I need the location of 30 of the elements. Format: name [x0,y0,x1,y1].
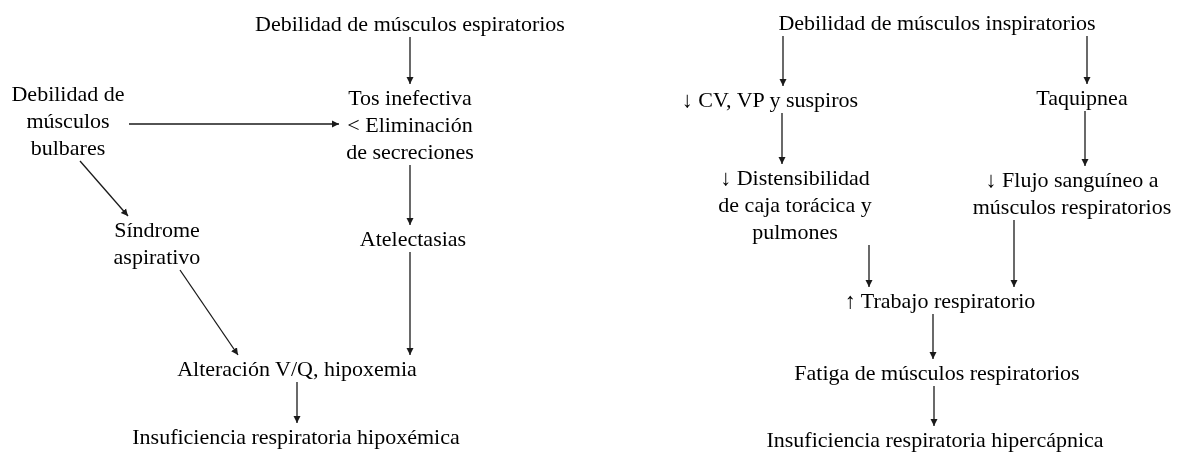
node-text: Síndrome aspirativo [112,216,202,270]
arrow [865,244,873,288]
arrow [929,313,937,360]
arrow [179,269,239,356]
arrow [1081,110,1089,167]
node-text: Atelectasias [358,225,468,252]
arrow [1010,219,1018,288]
arrow [406,251,414,356]
node-text: ↑ Trabajo respiratorio [843,287,1037,314]
node-text: ↓ Distensibilidad de caja torácica y pulmones [717,164,873,245]
node-text: Debilidad de músculos inspiratorios [777,9,1097,36]
node-text: Insuficiencia respiratoria hipercápnica [765,426,1105,453]
node-text: Debilidad de músculos espiratorios [254,10,566,37]
node-text: Alteración V/Q, hipoxemia [176,355,418,382]
node-text: ↓ CV, VP y suspiros [680,86,860,113]
arrow [293,381,301,424]
arrow [778,112,786,165]
node-text: Insuficiencia respiratoria hipoxémica [131,423,461,450]
node-text: Debilidad de músculos bulbares [11,80,125,161]
arrow [1083,35,1091,85]
node-text: Fatiga de músculos respiratorios [793,359,1081,386]
arrow [779,35,787,87]
node-text: Tos inefectiva < Eliminación de secreciones [345,84,475,165]
node-text: Taquipnea [1035,84,1129,111]
arrow [406,164,414,226]
arrow [406,36,414,85]
arrow [79,160,129,217]
arrow [128,120,340,128]
node-text: ↓ Flujo sanguíneo a músculos respiratorios [971,166,1173,220]
arrow [930,385,938,427]
